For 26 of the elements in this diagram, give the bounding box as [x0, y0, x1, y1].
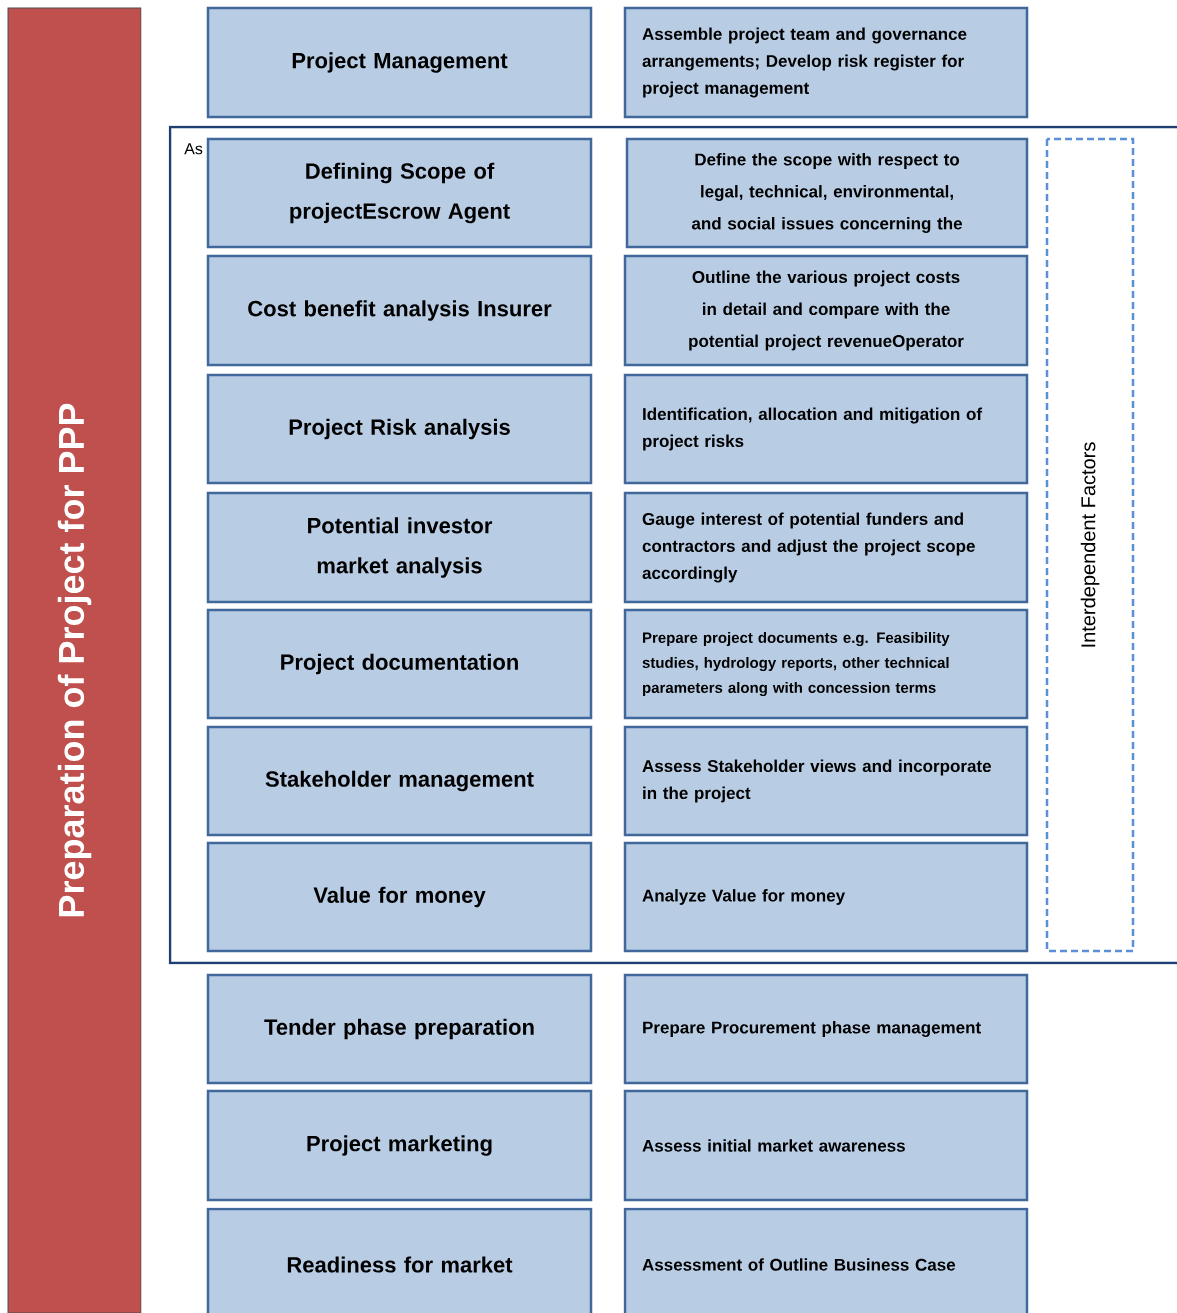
- group-frame: [168, 125, 1177, 965]
- frame-label: As: [184, 143, 203, 155]
- step-box: Tender phase preparation: [206, 973, 593, 1085]
- description-box: Outline the various project costs in detail and compare with the potential project revenueOperator: [623, 254, 1029, 367]
- description-box: Assessment of Outline Business Case: [623, 1207, 1029, 1313]
- step-box: Project marketing: [206, 1089, 593, 1202]
- description-box: Assemble project team and governance arrangements; Develop risk register for project management: [623, 6, 1029, 119]
- step-box: Cost benefit analysis Insurer: [206, 254, 593, 367]
- step-box: Potential investor market analysis: [206, 491, 593, 604]
- description-box: Prepare Procurement phase management: [623, 973, 1029, 1085]
- description-box: Gauge interest of potential funders and contractors and adjust the project scope accordingly: [623, 491, 1029, 604]
- description-box: Define the scope with respect to legal, technical, environmental, and social issues concerning the: [625, 137, 1029, 249]
- step-box: Readiness for market: [206, 1207, 593, 1313]
- step-box: Stakeholder management: [206, 725, 593, 837]
- description-box: Analyze Value for money: [623, 841, 1029, 953]
- step-box: Project documentation: [206, 608, 593, 720]
- step-box: Value for money: [206, 841, 593, 953]
- step-box: Project Management: [206, 6, 593, 119]
- description-box: Assess Stakeholder views and incorporate in the project: [623, 725, 1029, 837]
- step-box: Defining Scope of projectEscrow Agent: [206, 137, 593, 249]
- description-box: Prepare project documents e.g. Feasibility studies, hydrology reports, other technical parameters along with concession terms: [623, 608, 1029, 720]
- dashed-box: Interdependent Factors: [1045, 137, 1135, 953]
- description-box: Assess initial market awareness: [623, 1089, 1029, 1202]
- description-box: Identification, allocation and mitigation of project risks: [623, 373, 1029, 485]
- step-box: Project Risk analysis: [206, 373, 593, 485]
- title-band: Preparation of Project for PPP: [7, 7, 142, 1313]
